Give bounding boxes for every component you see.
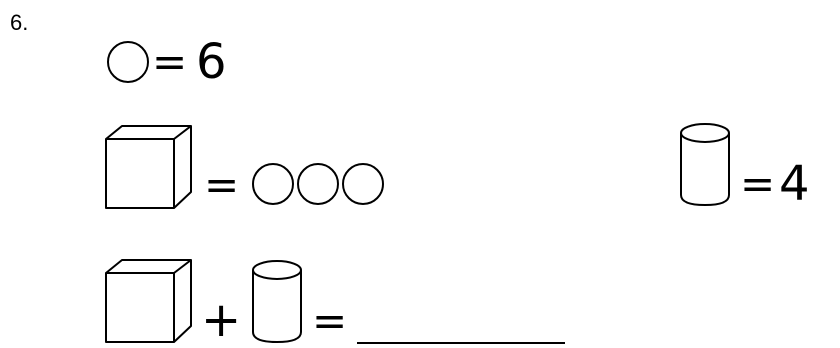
- circle-icon: [297, 163, 339, 205]
- cylinder-icon: [680, 123, 730, 207]
- row4-plus: +: [201, 292, 242, 348]
- row3-equals: =: [740, 159, 776, 208]
- cube-icon: [105, 259, 192, 343]
- circle-icon: [342, 163, 384, 205]
- circle-icon: [252, 163, 294, 205]
- row2-equals: =: [204, 160, 240, 209]
- circle-icon: [107, 41, 149, 83]
- row3-value: 4: [779, 156, 810, 212]
- row4-equals: =: [312, 296, 348, 345]
- cylinder-icon: [252, 260, 302, 344]
- three-circles-group: [252, 163, 384, 205]
- row1-value: 6: [196, 34, 227, 90]
- problem-number: 6.: [10, 10, 29, 35]
- answer-blank-line[interactable]: [357, 342, 565, 344]
- row1-equals: =: [152, 37, 188, 86]
- cube-icon: [105, 125, 192, 209]
